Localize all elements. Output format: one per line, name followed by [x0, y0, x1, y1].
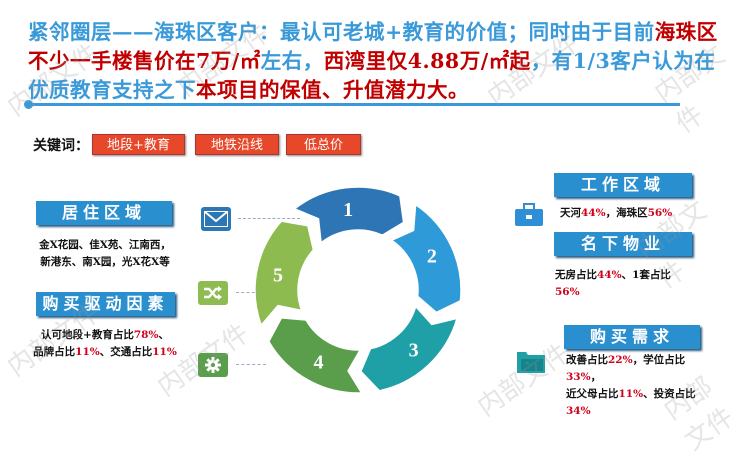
cycle-step-label: 2 [427, 246, 437, 268]
cycle-step-label: 5 [273, 264, 283, 286]
drivers-header: 购买驱动因素 [36, 292, 175, 316]
gear-icon [198, 353, 228, 377]
text: 天河 [560, 207, 581, 219]
residence-line: 新港东、南X园，光X花X等 [40, 256, 170, 268]
text: 、 [158, 329, 169, 341]
residence-desc: 金X花园、佳X苑、江南西， 新港东、南X园，光X花X等 [30, 237, 180, 271]
text: 认可地段+教育占比 [41, 329, 134, 341]
drivers-desc: 认可地段+教育占比78%、 品牌占比11%、交通占比11% [30, 327, 180, 361]
folder-icon [516, 350, 546, 374]
text: ，海珠区 [605, 207, 648, 219]
keyword-tag: 地铁沿线 [195, 134, 279, 155]
work-desc: 天河44%，海珠区56% [560, 205, 680, 222]
pct: 33% [566, 371, 591, 383]
cycle-step-label: 4 [313, 351, 323, 373]
shuffle-icon [198, 281, 228, 305]
text: 、投资占比 [643, 388, 696, 400]
text: ， [590, 371, 602, 383]
demand-desc: 改善占比22%，学位占比 33%， 近父母占比11%、投资占比 34% [566, 352, 716, 420]
cycle-segment-3 [359, 305, 459, 392]
cycle-segment-1 [293, 186, 405, 245]
text: 近父母占比 [566, 388, 619, 400]
text: 、交通占比 [99, 346, 153, 358]
work-header: 工作区域 [554, 173, 692, 197]
demand-header: 购买需求 [564, 325, 700, 349]
headline-text: 紧邻圈层——海珠区客户：最认可老城+教育的价值；同时由于目前 [28, 20, 655, 44]
briefcase-icon [514, 203, 544, 227]
pct: 11% [152, 346, 177, 358]
headline-text: 左右， [260, 49, 324, 73]
text: 无房占比 [555, 269, 597, 281]
headline: 紧邻圈层——海珠区客户：最认可老城+教育的价值；同时由于目前海珠区不少一手楼售价… [28, 18, 718, 105]
cycle-step-label: 1 [343, 199, 353, 221]
headline-highlight: 西湾里仅4.88万/㎡起 [323, 49, 531, 73]
text: 品牌占比 [33, 346, 76, 358]
divider [28, 103, 680, 106]
headline-highlight: 海珠区不少一手楼售价在7万/㎡ [28, 20, 718, 73]
cycle-step-label: 3 [409, 340, 419, 362]
residence-header: 居住区域 [36, 201, 172, 225]
connector [238, 218, 300, 219]
envelope-icon [201, 207, 231, 231]
pct: 56% [647, 207, 673, 219]
keyword-tag: 地段+教育 [92, 134, 185, 155]
keywords-label: 关键词： [33, 138, 89, 154]
cycle-segment-5 [254, 220, 315, 327]
pct: 34% [566, 405, 591, 417]
pct: 56% [555, 286, 580, 298]
cycle-segment-2 [390, 203, 462, 314]
headline-text: ，有1/3客户认为在优质教育支持之下 [28, 49, 716, 102]
text: 改善占比 [566, 354, 608, 366]
pct: 11% [75, 346, 100, 358]
pct: 78% [133, 329, 159, 341]
connector [236, 292, 260, 293]
text: ，学位占比 [632, 354, 686, 366]
residence-line: 金X花园、佳X苑、江南西， [39, 239, 171, 251]
property-desc: 无房占比44%、1套占比 56% [555, 267, 695, 301]
pct: 44% [581, 207, 606, 219]
keyword-tag: 低总价 [286, 134, 361, 155]
connector [236, 364, 266, 365]
pct: 44% [597, 269, 622, 281]
property-header: 名下物业 [554, 232, 692, 256]
cycle-segment-4 [267, 317, 363, 394]
cycle-diagram: 1 2 3 4 5 [254, 186, 462, 394]
pct: 11% [618, 388, 644, 400]
pct: 22% [608, 354, 633, 366]
headline-highlight: 本项目的保值、升值潜力大。 [196, 78, 469, 102]
text: 、1套占比 [621, 269, 671, 281]
